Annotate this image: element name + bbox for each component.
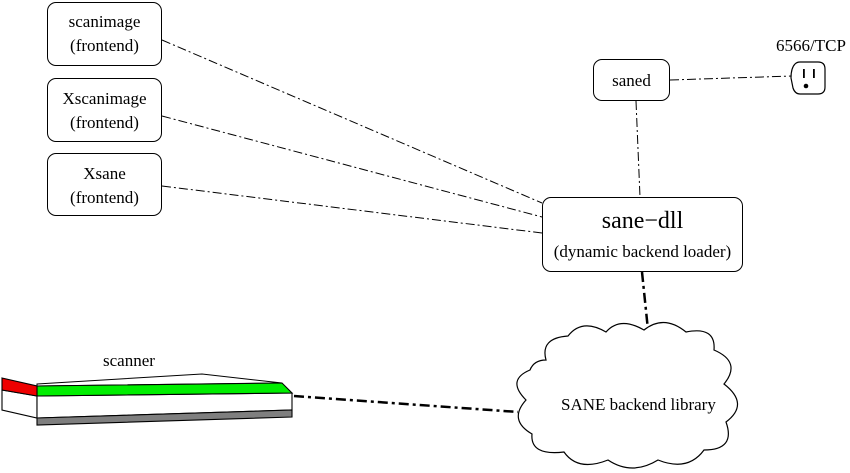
- link-xsane-dll: [161, 185, 543, 234]
- frontend-name: Xscanimage: [62, 89, 147, 108]
- sane-dll-box: sane−dll (dynamic backend loader): [542, 197, 743, 272]
- network-socket-icon: [790, 61, 826, 95]
- dll-name: sane−dll: [601, 208, 684, 234]
- scanner-label: scanner: [103, 351, 155, 370]
- frontend-role: (frontend): [70, 36, 139, 55]
- frontend-box-scanimage: scanimage (frontend): [47, 2, 162, 66]
- saned-box: saned: [593, 59, 670, 101]
- link-scanimage-dll: [161, 39, 543, 204]
- frontend-box-xscanimage: Xscanimage (frontend): [47, 78, 162, 142]
- saned-label: saned: [612, 71, 651, 90]
- link-saned-dll: [635, 100, 641, 198]
- tcp-port-label: 6566/TCP: [776, 36, 846, 55]
- frontend-role: (frontend): [70, 113, 139, 132]
- backend-library-label: SANE backend library: [561, 395, 716, 414]
- frontend-box-xsane: Xsane (frontend): [47, 153, 162, 216]
- scanner-icon: [1, 373, 294, 426]
- frontend-role: (frontend): [70, 188, 139, 207]
- frontend-name: Xsane: [83, 164, 126, 183]
- link-scanner-backend: [293, 394, 519, 414]
- frontend-name: scanimage: [68, 12, 141, 31]
- backend-library-cloud: [516, 321, 739, 469]
- link-dll-backend: [640, 271, 650, 331]
- link-xscanimage-dll: [161, 115, 543, 218]
- link-saned-tcp: [669, 75, 793, 81]
- dll-role: (dynamic backend loader): [553, 242, 732, 261]
